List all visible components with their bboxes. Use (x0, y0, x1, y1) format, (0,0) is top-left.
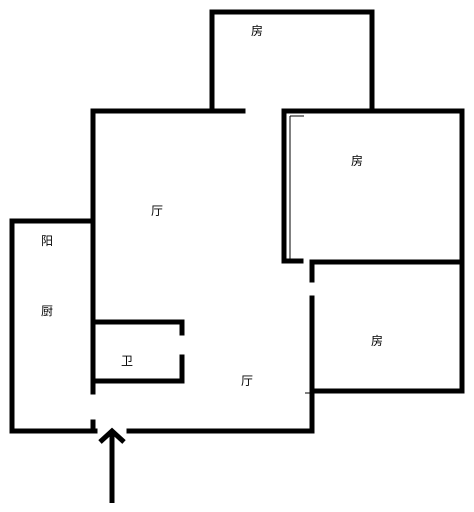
label-bedroom-top: 房 (251, 23, 263, 38)
label-living-room-lower: 厅 (241, 374, 253, 388)
label-bedroom-right-lower: 房 (371, 333, 383, 348)
walls (9, 9, 465, 434)
arrow-up-icon (98, 427, 126, 503)
label-living-room-upper: 厅 (151, 204, 163, 218)
entrance-arrow (98, 427, 126, 503)
label-kitchen: 厨 (41, 304, 53, 318)
label-bathroom: 卫 (121, 354, 133, 368)
label-bedroom-right-upper: 房 (351, 153, 363, 168)
room-labels: 房 房 房 厅 厅 阳 厨 卫 (41, 23, 383, 388)
label-balcony: 阳 (41, 234, 53, 248)
